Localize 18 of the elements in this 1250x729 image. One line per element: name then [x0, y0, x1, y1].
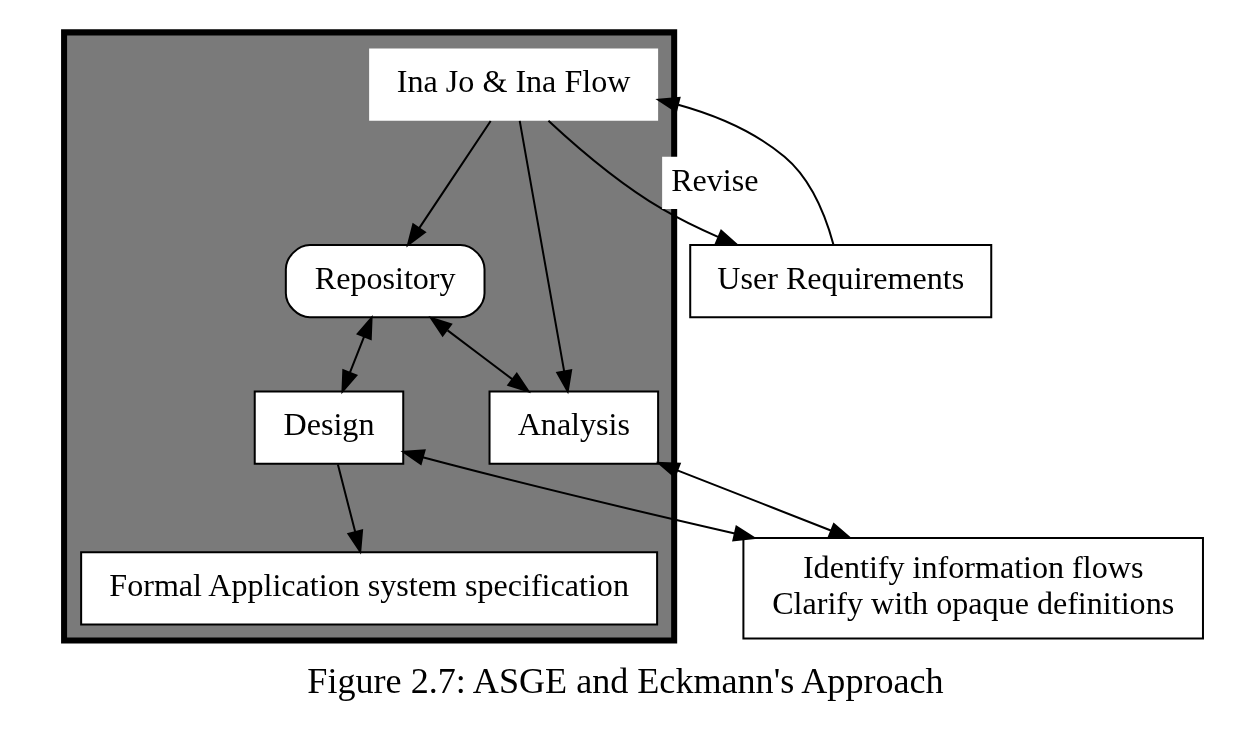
node-box: Formal Application system specification [79, 551, 658, 626]
arrow [654, 96, 834, 245]
arrow [399, 449, 757, 542]
arrow [340, 314, 373, 395]
arrow [336, 464, 363, 555]
node-box: Ina Jo & Ina Flow [368, 48, 658, 121]
node-box: Analysis [488, 390, 659, 465]
arrow [518, 120, 572, 395]
arrow [655, 461, 853, 540]
node-box: Design [253, 390, 404, 465]
arrow [427, 315, 531, 394]
caption: Figure 2.7: ASGE and Eckmann's Approach [306, 661, 944, 702]
node-box: Identify information flows Clarify with opaque definitions [741, 537, 1204, 640]
node-box: User Requirements [688, 244, 992, 319]
arrow [547, 119, 740, 246]
node-box: Repository [284, 244, 486, 319]
arrow [405, 120, 491, 248]
edge-label: Revise [670, 161, 759, 198]
